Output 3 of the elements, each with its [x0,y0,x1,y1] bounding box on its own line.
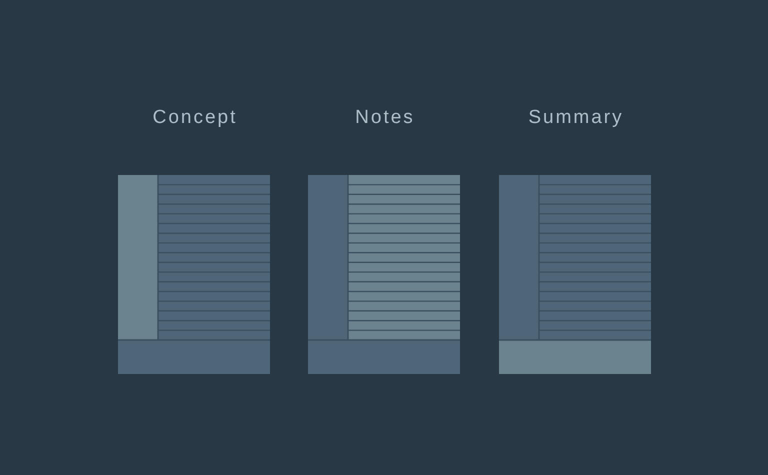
page-heading: Concept [152,107,238,129]
page-heading: Notes [354,107,415,129]
page-heading: Summary [527,107,624,129]
